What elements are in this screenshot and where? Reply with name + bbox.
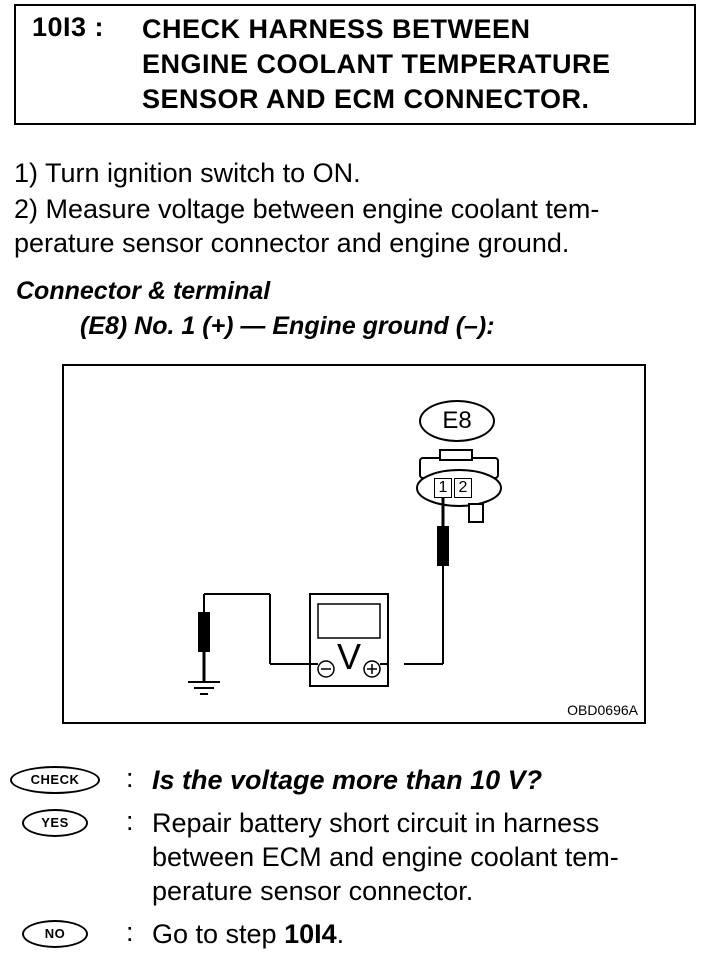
connector-pin-2: 2 (454, 478, 472, 498)
connector-pin-1: 1 (434, 478, 452, 498)
probe-handle-positive (437, 526, 449, 566)
step-title-box: 10I3 : CHECK HARNESS BETWEEN ENGINE COOL… (14, 4, 696, 125)
yes-answer-line-3: perature sensor connector. (152, 876, 474, 906)
title-line-3: SENSOR AND ECM CONNECTOR. (142, 84, 590, 114)
check-badge: CHECK (10, 766, 100, 794)
probe-handle-negative (198, 612, 210, 652)
voltmeter-display (317, 603, 381, 639)
yes-answer-line-2: between ECM and engine coolant tem- (152, 842, 619, 872)
step-number: 10I3 : (32, 12, 105, 42)
voltmeter-symbol: V (337, 636, 362, 677)
title-line-2: ENGINE COOLANT TEMPERATURE (142, 49, 611, 79)
step-title: CHECK HARNESS BETWEEN ENGINE COOLANT TEM… (142, 12, 682, 117)
no-badge: NO (22, 920, 88, 948)
connector-label: E8 (419, 400, 495, 442)
instruction-step-1: 1) Turn ignition switch to ON. (14, 158, 361, 188)
check-colon: : (126, 763, 134, 793)
no-colon: : (126, 917, 134, 947)
no-answer-text: Go to step (152, 919, 285, 949)
no-answer-period: . (336, 919, 345, 949)
figure-code: OBD0696A (567, 702, 638, 718)
yes-answer-line-1: Repair battery short circuit in harness (152, 808, 600, 838)
measurement-spec: (E8) No. 1 (+) — Engine ground (–): (80, 312, 495, 340)
check-question: Is the voltage more than 10 V? (152, 765, 543, 795)
no-answer: Go to step 10I4. (152, 917, 697, 951)
connector-terminal-heading: Connector & terminal (16, 277, 271, 305)
yes-badge: YES (22, 809, 88, 837)
next-step-number: 10I4 (284, 919, 337, 949)
wiring-diagram: E8 1 2 V OBD0696A (62, 364, 646, 724)
title-line-1: CHECK HARNESS BETWEEN (142, 14, 531, 44)
connector-tab (439, 449, 473, 461)
instruction-step-2-line-2: perature sensor connector and engine gro… (14, 228, 570, 258)
yes-colon: : (126, 806, 134, 836)
connector-lock-tab (468, 503, 484, 523)
instruction-step-2-line-1: 2) Measure voltage between engine coolan… (14, 194, 600, 224)
